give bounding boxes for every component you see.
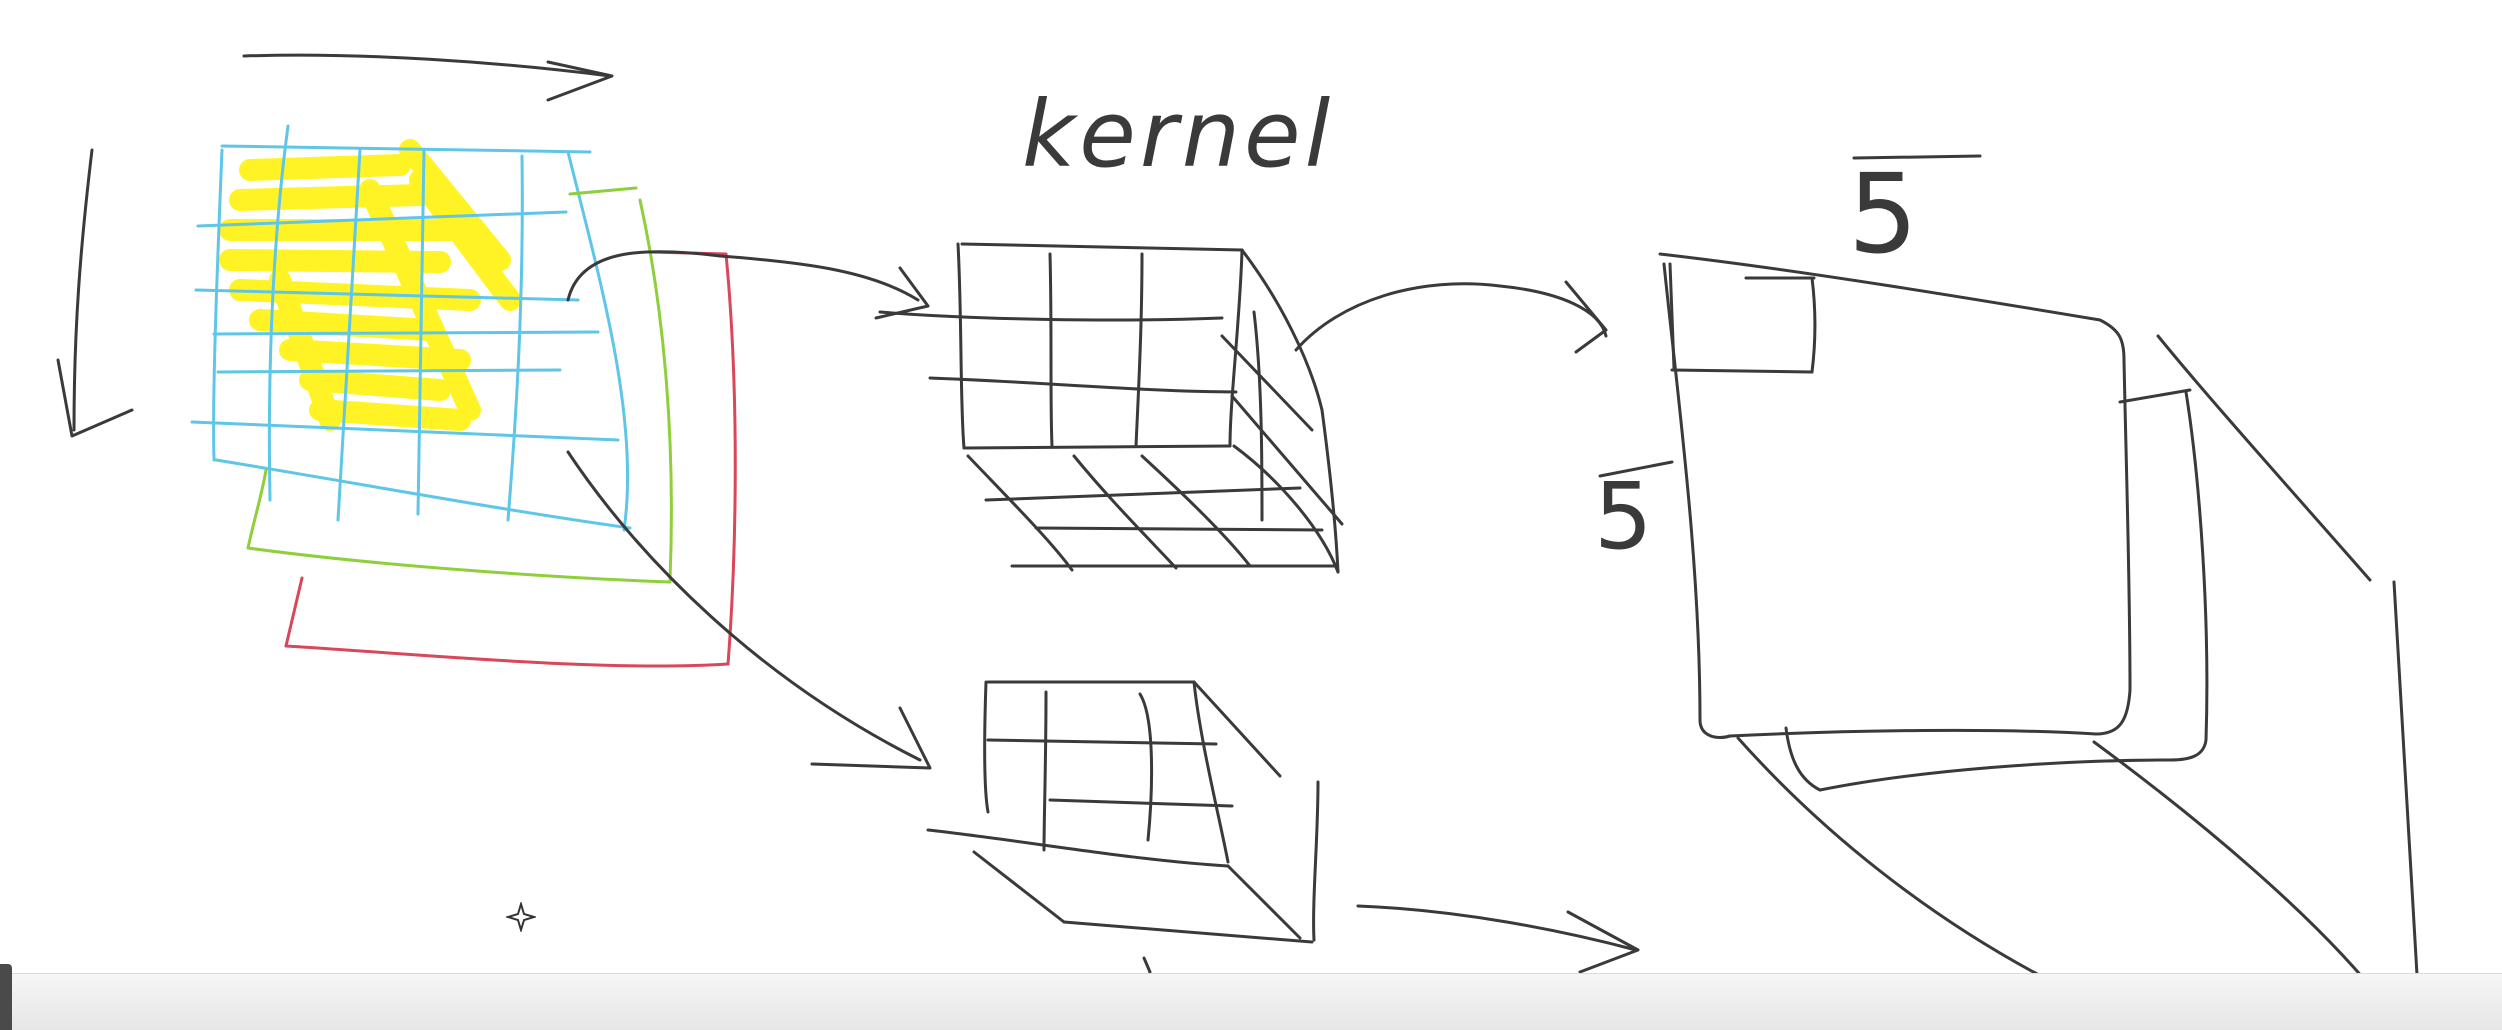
output-height-label: 5	[1594, 463, 1653, 570]
input-to-kernel-2-arrow	[566, 450, 932, 770]
input-height-arrow	[56, 148, 134, 438]
padding-border-green	[246, 186, 673, 584]
kernel-2-to-output-arrow	[1356, 904, 1640, 974]
input-to-kernel-1-arrow	[566, 250, 930, 320]
input-width-arrow	[242, 53, 614, 102]
output-height-label-stroke	[1598, 460, 1674, 478]
output-feature-maps	[1658, 252, 2420, 1008]
crosshair-cursor-icon	[506, 902, 536, 932]
kernel-1-to-output-arrow	[1294, 280, 1608, 354]
input-grid	[190, 124, 632, 532]
kernel-cube-2	[926, 680, 1320, 944]
output-width-label-stroke	[1852, 154, 1982, 160]
kernel-label: kernel	[1022, 81, 1334, 188]
kernel-cube-1	[878, 242, 1344, 574]
bottom-left-handle[interactable]	[0, 964, 12, 1030]
bottom-toolbar	[0, 973, 2502, 1030]
padding-border-red	[284, 250, 737, 668]
output-width-label: 5	[1848, 150, 1918, 278]
